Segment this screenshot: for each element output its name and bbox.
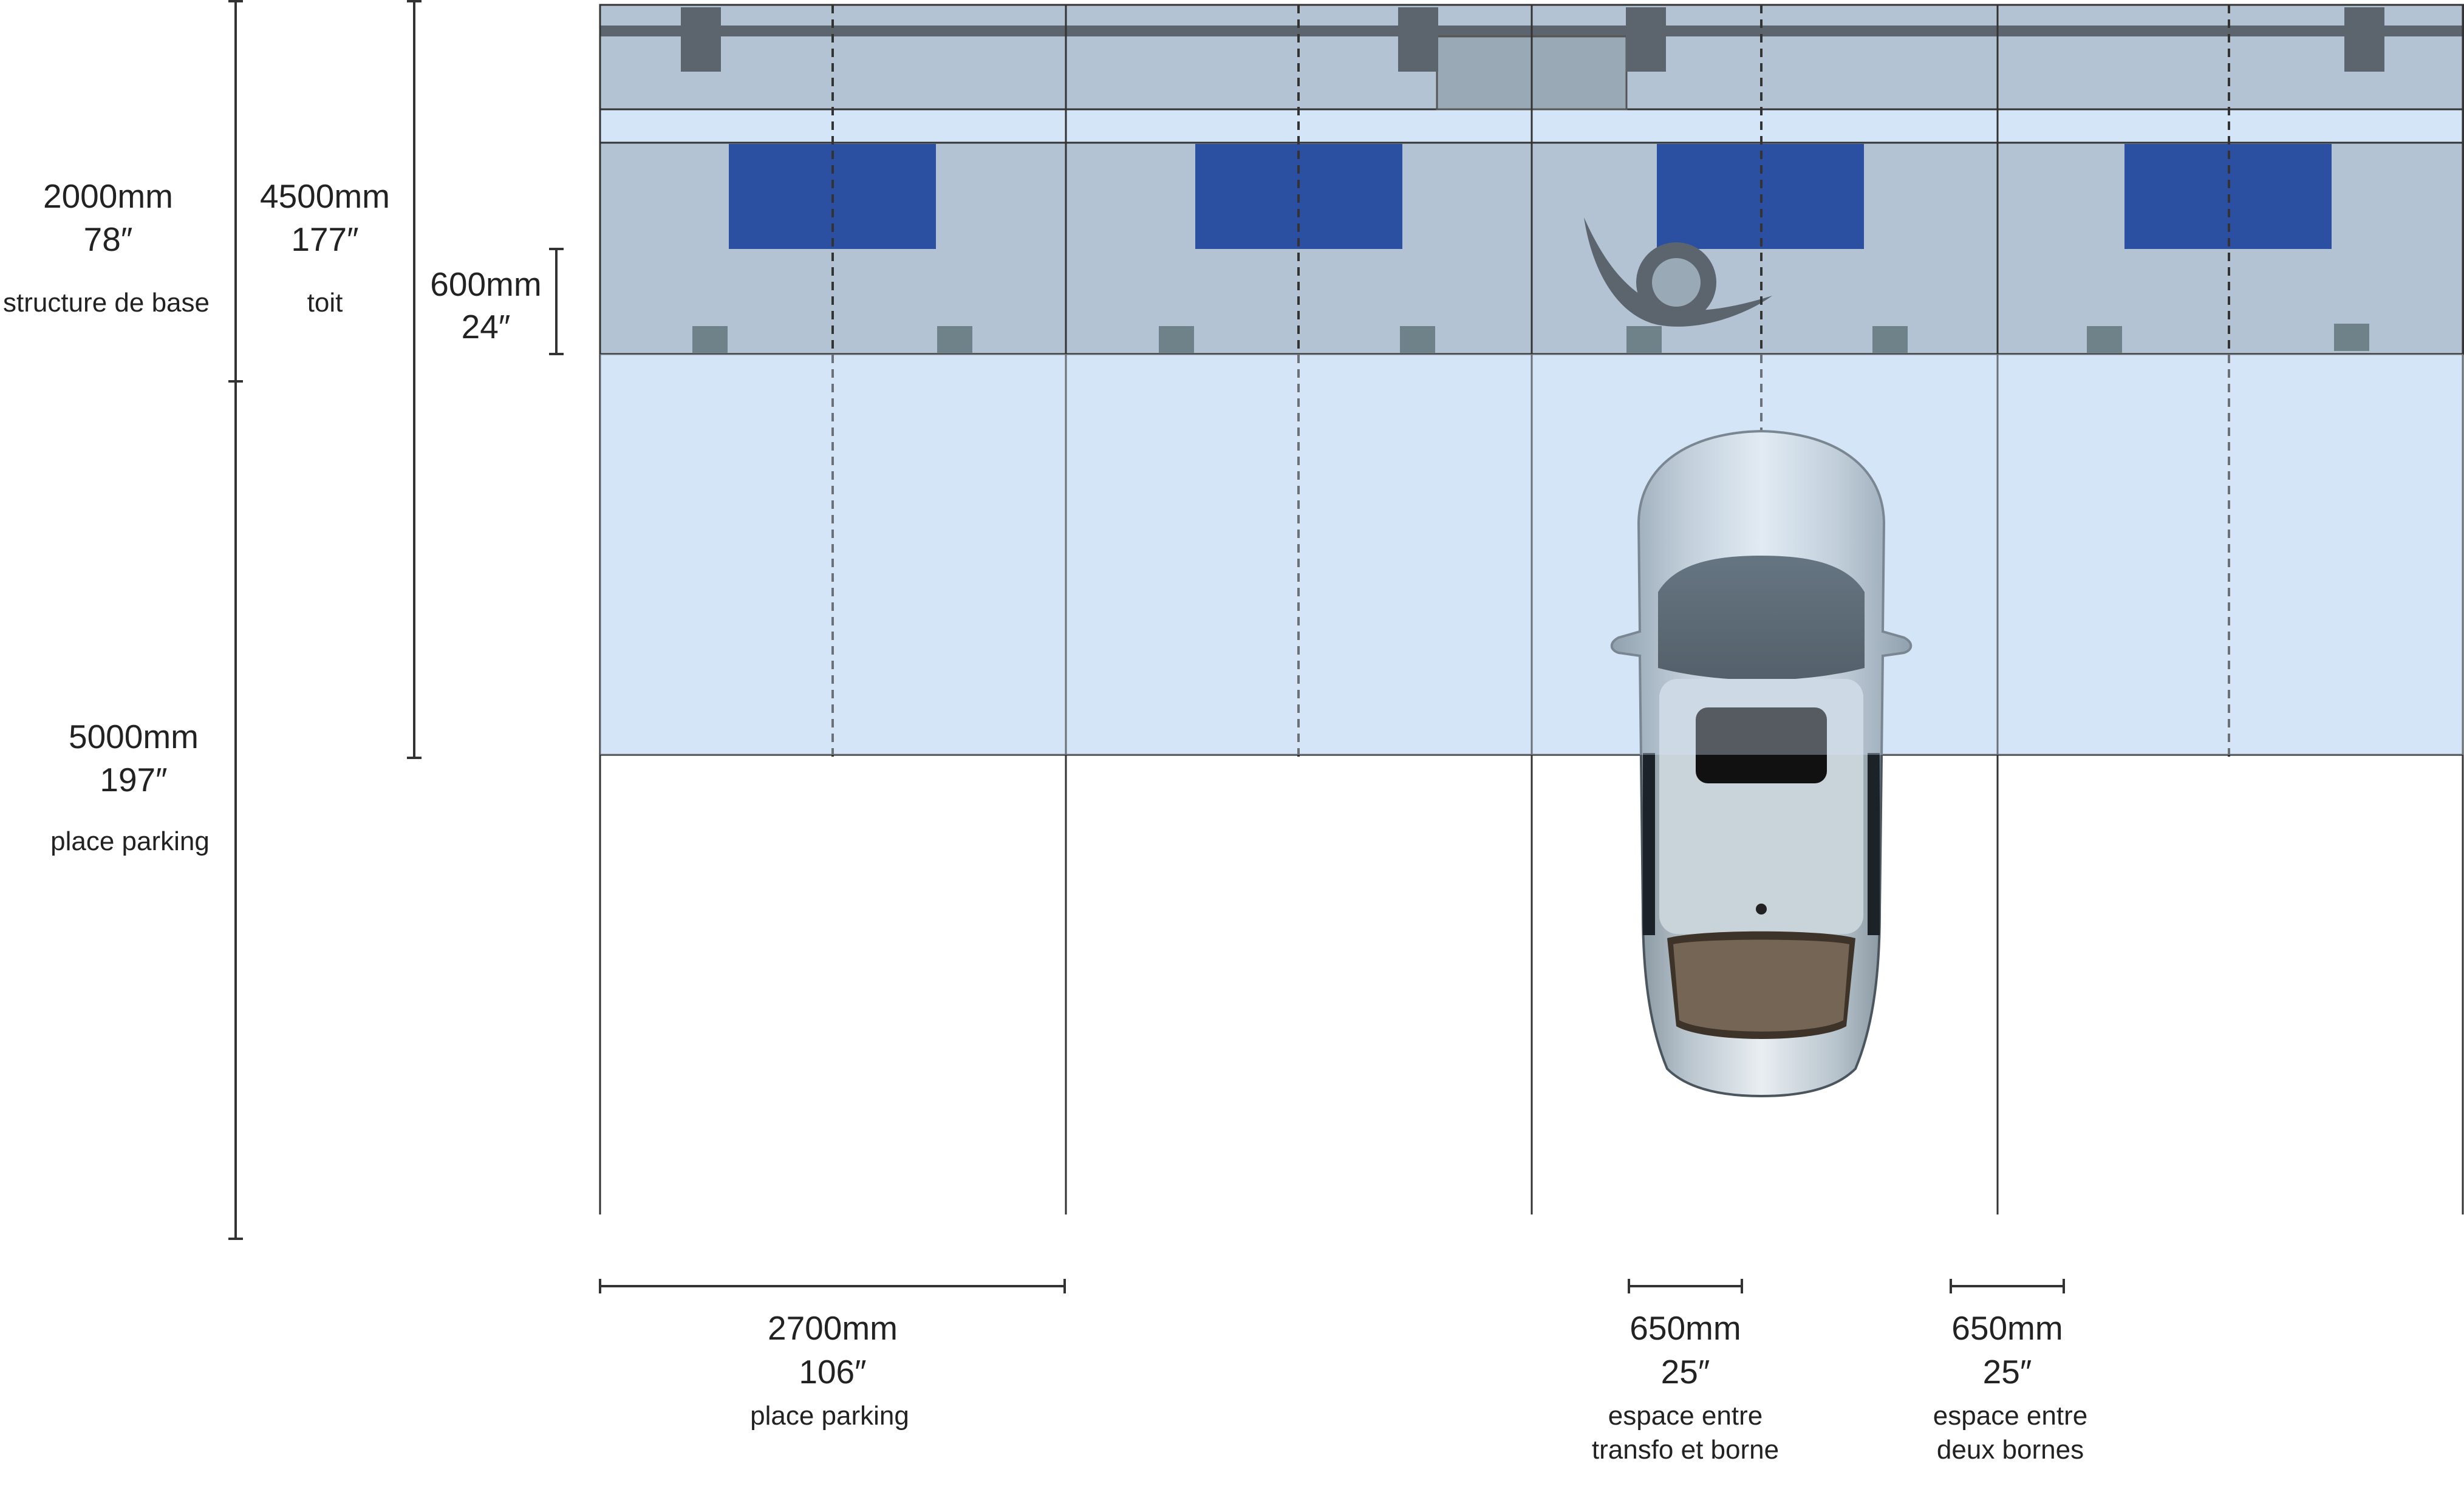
post — [1398, 7, 1438, 72]
dimension-lines-bottom — [599, 1279, 2065, 1293]
dimension-lines-left — [228, 0, 564, 1240]
dimension-value-mm: 650mm — [1951, 1309, 2063, 1347]
dimension-label-transfo-gap: 650mm 25″ espace entre transfo et borne — [1592, 1309, 1779, 1465]
dimension-value-inch: 25″ — [1983, 1353, 2032, 1391]
charging-terminal-icon — [1400, 326, 1435, 353]
dimension-value-inch: 78″ — [84, 220, 133, 258]
dimension-value-mm: 5000mm — [69, 718, 199, 755]
dimension-label-parking-length: 5000mm 197″ place parking — [50, 718, 210, 856]
dimension-caption: toit — [307, 288, 343, 318]
dimension-label-borne-gap: 650mm 25″ espace entre deux bornes — [1933, 1309, 2087, 1465]
charging-terminal-icon — [937, 326, 972, 353]
dimension-caption: place parking — [750, 1401, 909, 1431]
dimension-value-mm: 2700mm — [768, 1309, 898, 1347]
roof-overlay — [600, 354, 2463, 755]
post — [681, 7, 721, 72]
charging-terminal-icon — [2334, 324, 2369, 351]
dimension-value-inch: 177″ — [291, 220, 358, 258]
space-separators — [599, 5, 2464, 1214]
charging-terminal-icon — [2087, 326, 2122, 353]
dimension-caption: place parking — [50, 826, 210, 856]
dimension-value-inch: 106″ — [799, 1353, 866, 1391]
sunroof — [1696, 707, 1827, 783]
dimension-value-inch: 25″ — [1661, 1353, 1710, 1391]
charging-terminal-icon — [1159, 326, 1194, 353]
post — [1626, 7, 1666, 72]
charging-terminal-icon — [1626, 326, 1662, 353]
dimension-value-inch: 197″ — [100, 761, 167, 799]
dimension-caption: espace entre — [1608, 1401, 1763, 1431]
dimension-value-mm: 650mm — [1630, 1309, 1741, 1347]
dimension-label-roof: 4500mm 177″ toit — [260, 177, 390, 318]
dimension-caption: structure de base — [3, 288, 210, 318]
dimension-label-offset: 600mm 24″ — [430, 265, 541, 346]
dimension-caption: transfo et borne — [1592, 1435, 1779, 1465]
charging-terminal-icon — [1872, 326, 1908, 353]
charging-terminal-icon — [692, 326, 728, 353]
dimension-value-mm: 600mm — [430, 265, 541, 303]
dimension-label-parking-width: 2700mm 106″ place parking — [750, 1309, 909, 1431]
swirl-logo-icon — [1584, 217, 1772, 327]
dimension-value-mm: 2000mm — [43, 177, 173, 215]
dimension-caption: deux bornes — [1937, 1435, 2084, 1465]
post — [2344, 7, 2384, 72]
dimension-label-base-structure: 2000mm 78″ structure de base — [3, 177, 210, 318]
dimension-value-mm: 4500mm — [260, 177, 390, 215]
dimension-value-inch: 24″ — [462, 308, 511, 346]
dimension-caption: espace entre — [1933, 1401, 2087, 1431]
car-top-view-icon — [1610, 429, 1913, 1098]
